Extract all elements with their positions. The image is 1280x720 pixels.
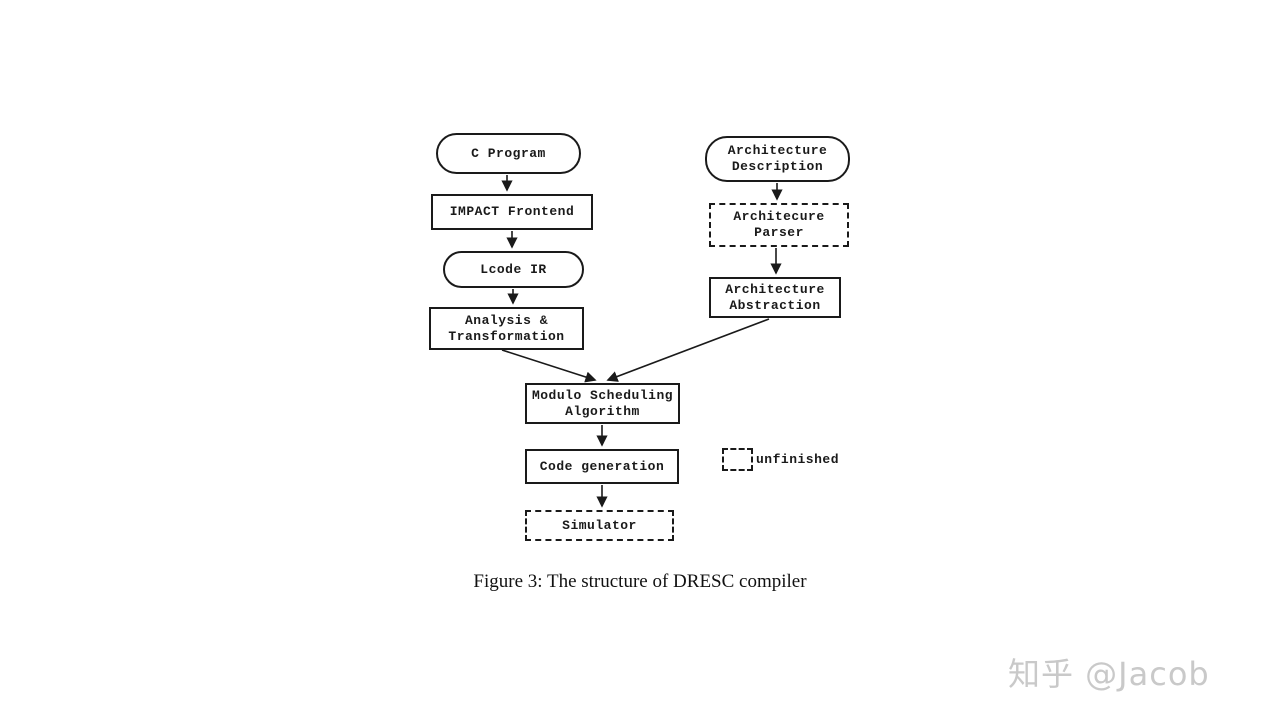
node-simulator-label: Simulator — [562, 517, 637, 533]
edge-abstraction-modulo — [606, 318, 770, 382]
node-modulo-scheduling: Modulo Scheduling Algorithm — [525, 383, 680, 424]
node-c-program-label: C Program — [471, 145, 546, 161]
figure-caption: Figure 3: The structure of DRESC compile… — [473, 571, 807, 592]
node-impact-frontend: IMPACT Frontend — [431, 194, 593, 230]
node-impact-frontend-label: IMPACT Frontend — [449, 204, 575, 219]
node-modulo-scheduling-label: Modulo Scheduling Algorithm — [531, 387, 674, 419]
node-simulator: Simulator — [525, 510, 674, 541]
edge-analysis-modulo — [501, 349, 597, 383]
node-architecture-description: Architecture Description — [705, 136, 850, 182]
node-architecure-parser: Architecure Parser — [709, 203, 849, 247]
node-code-generation-label: Code generation — [539, 458, 665, 474]
node-architecure-parser-label: Architecure Parser — [733, 209, 825, 240]
node-architecture-abstraction-label: Architecture Abstraction — [725, 281, 825, 313]
legend-unfinished-label: unfinished — [756, 452, 840, 467]
node-analysis-transformation-label: Analysis & Transformation — [448, 312, 565, 344]
node-lcode-ir: Lcode IR — [443, 251, 584, 288]
node-lcode-ir-label: Lcode IR — [480, 261, 547, 277]
node-code-generation: Code generation — [525, 449, 679, 484]
legend-unfinished-box — [722, 448, 753, 471]
node-architecture-description-label: Architecture Description — [727, 143, 828, 174]
node-analysis-transformation: Analysis & Transformation — [429, 307, 584, 350]
node-c-program: C Program — [436, 133, 581, 174]
watermark-text: 知乎 @Jacob — [1008, 655, 1210, 693]
node-architecture-abstraction: Architecture Abstraction — [709, 277, 841, 318]
